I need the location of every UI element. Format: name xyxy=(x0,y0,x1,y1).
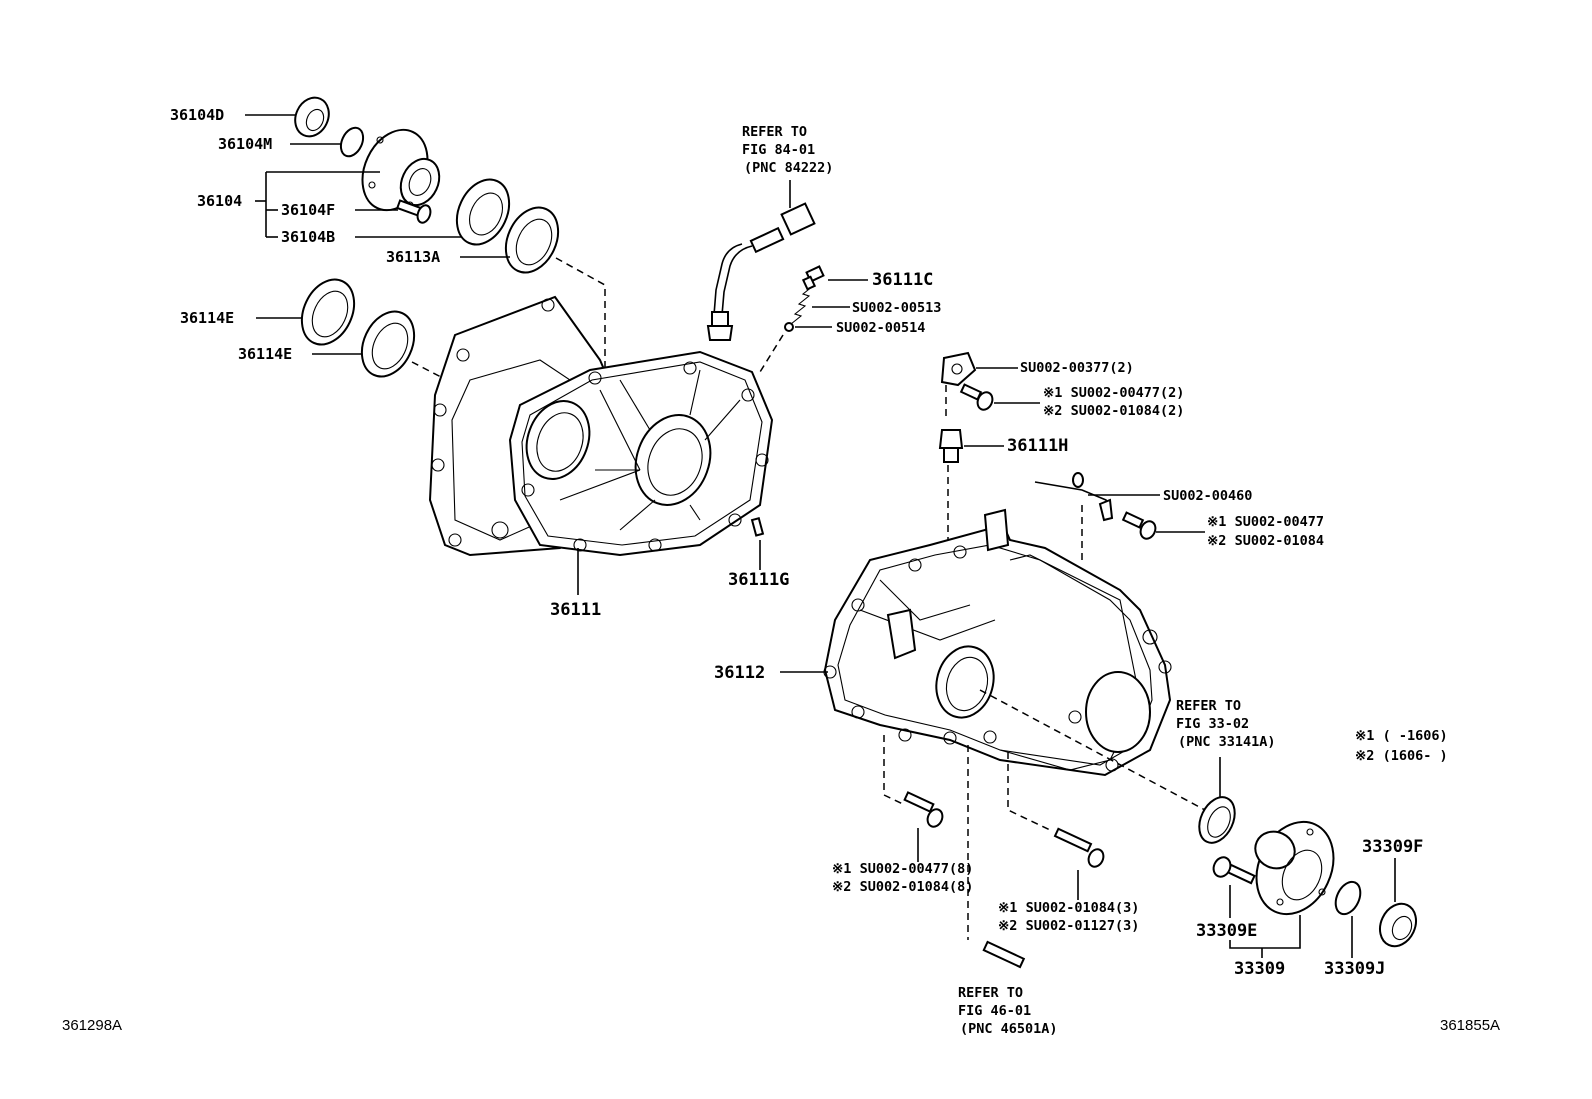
label-33309: 33309 xyxy=(1234,959,1285,979)
label-36112: 36112 xyxy=(714,663,765,683)
label-36114E-lower: 36114E xyxy=(238,345,292,363)
part-36111-extension-housing-icon xyxy=(428,295,774,557)
ball-icon xyxy=(784,322,794,332)
part-36104F-bolt-icon xyxy=(396,199,432,224)
label-36111C: 36111C xyxy=(872,270,933,290)
ref-fig33-line3: (PNC 33141A) xyxy=(1178,734,1276,750)
part-36113A-seal-icon xyxy=(504,206,560,274)
part-36104M-oring-icon xyxy=(339,126,365,158)
seal-fig33-icon xyxy=(1198,796,1236,844)
ref-fig46-line3: (PNC 46501A) xyxy=(960,1021,1058,1037)
label-36111H: 36111H xyxy=(1007,436,1068,456)
label-SU002-00477-2: ※1 SU002-00477(2) xyxy=(1043,385,1184,401)
label-36111: 36111 xyxy=(550,600,601,620)
label-33309F: 33309F xyxy=(1362,837,1423,857)
bolt-lower-mid-icon xyxy=(1053,827,1105,868)
label-36114E-upper: 36114E xyxy=(180,309,234,327)
bolt-upper-icon xyxy=(959,383,994,411)
label-SU002-01084-8: ※2 SU002-01084(8) xyxy=(832,879,973,895)
spring-icon xyxy=(790,285,814,325)
label-36104F: 36104F xyxy=(281,201,335,219)
label-SU002-00477: ※1 SU002-00477 xyxy=(1207,514,1324,530)
label-SU002-01084: ※2 SU002-01084 xyxy=(1207,533,1324,549)
bracket-icon xyxy=(940,351,977,387)
figure-code-right: 361855A xyxy=(1440,1017,1500,1034)
label-SU002-01084-3: ※1 SU002-01084(3) xyxy=(998,900,1139,916)
sensor-switch-icon xyxy=(706,202,816,341)
part-33309F-nut-icon xyxy=(1379,902,1417,948)
part-36111C-plug-icon xyxy=(801,265,825,291)
part-36112-transfer-case-icon xyxy=(823,508,1172,777)
ref-fig46-line2: FIG 46-01 xyxy=(958,1003,1031,1019)
part-36114E-seal-lower-icon xyxy=(360,310,416,378)
part-33309J-oring-icon xyxy=(1334,880,1362,916)
ref-fig46-line1: REFER TO xyxy=(958,985,1023,1001)
legend-line1: ※1 ( -1606) xyxy=(1355,728,1448,744)
ref-fig33-line1: REFER TO xyxy=(1176,698,1241,714)
part-36104-flange-icon xyxy=(361,128,441,212)
label-33309J: 33309J xyxy=(1324,959,1385,979)
part-36104D-nut-icon xyxy=(294,96,330,138)
clamp-icon xyxy=(1034,472,1114,522)
part-33309-flange-icon xyxy=(1254,820,1335,916)
part-36111G-pin-icon xyxy=(750,517,765,537)
part-36114E-seal-upper-icon xyxy=(300,278,356,346)
part-36104B-bearing-icon xyxy=(455,178,511,246)
label-SU002-00513: SU002-00513 xyxy=(852,300,941,316)
ref-fig33-line2: FIG 33-02 xyxy=(1176,716,1249,732)
label-SU002-01127-3: ※2 SU002-01127(3) xyxy=(998,918,1139,934)
label-33309E: 33309E xyxy=(1196,921,1257,941)
label-SU002-00477-8: ※1 SU002-00477(8) xyxy=(832,861,973,877)
legend-line2: ※2 (1606- ) xyxy=(1355,748,1448,764)
label-SU002-00377: SU002-00377(2) xyxy=(1020,360,1134,376)
label-36104: 36104 xyxy=(197,192,242,210)
bolt-mid-icon xyxy=(1121,511,1157,540)
label-SU002-01084-2: ※2 SU002-01084(2) xyxy=(1043,403,1184,419)
label-36104B: 36104B xyxy=(281,228,335,246)
label-36111G: 36111G xyxy=(728,570,789,590)
bolt-lower-left-icon xyxy=(903,791,944,828)
label-36104D: 36104D xyxy=(170,106,224,124)
label-SU002-00514: SU002-00514 xyxy=(836,320,925,336)
ref-fig84-line3: (PNC 84222) xyxy=(744,160,833,176)
stud-bolt-icon xyxy=(982,940,1026,969)
part-33309E-bolt-icon xyxy=(1212,856,1256,885)
ref-fig84-line1: REFER TO xyxy=(742,124,807,140)
figure-code-left: 361298A xyxy=(62,1017,122,1034)
ref-fig84-line2: FIG 84-01 xyxy=(742,142,815,158)
label-SU002-00460: SU002-00460 xyxy=(1163,488,1252,504)
part-36111H-plug-icon xyxy=(938,429,964,463)
label-36104M: 36104M xyxy=(218,135,272,153)
label-36113A: 36113A xyxy=(386,248,440,266)
